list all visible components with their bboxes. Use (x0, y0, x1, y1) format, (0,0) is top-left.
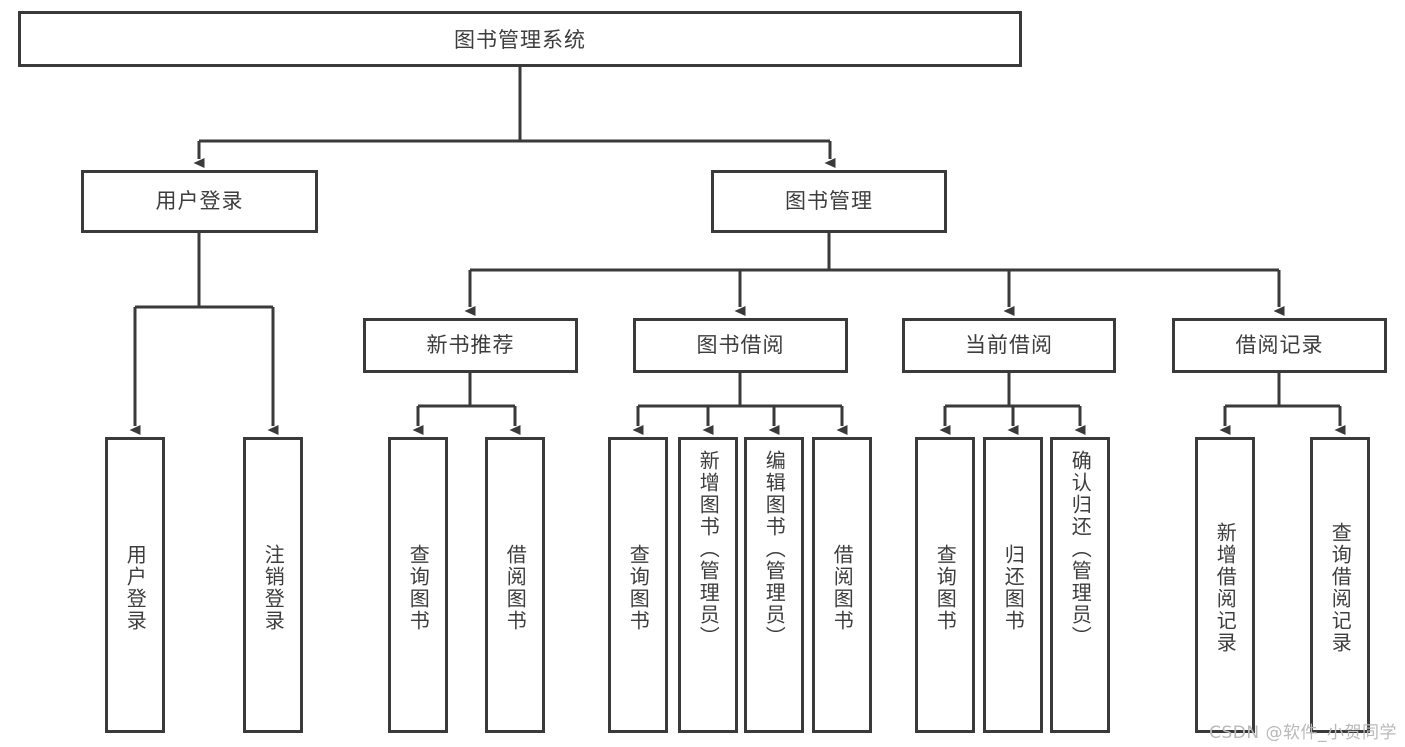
node-leaf-logout[interactable]: 注销登录 (243, 437, 303, 733)
node-leaf-borrow-book-recommend[interactable]: 借阅图书 (485, 437, 545, 733)
node-label: 当前借阅 (965, 332, 1053, 357)
node-leaf-return-book[interactable]: 归还图书 (983, 437, 1043, 733)
node-borrow-record[interactable]: 借阅记录 (1172, 318, 1387, 373)
node-leaf-edit-book-admin[interactable]: 编辑图书（管理员） (744, 437, 804, 733)
node-label: 图书管理 (785, 188, 873, 213)
node-root-system[interactable]: 图书管理系统 (18, 11, 1022, 67)
node-leaf-query-book-current[interactable]: 查询图书 (915, 437, 975, 733)
node-leaf-user-login[interactable]: 用户登录 (105, 437, 165, 733)
node-book-management[interactable]: 图书管理 (711, 170, 947, 233)
node-label: 借阅图书 (503, 544, 528, 632)
node-leaf-confirm-return-admin[interactable]: 确认归还（管理员） (1050, 437, 1110, 733)
csdn-watermark: CSDN @软件_小贺同学 (1209, 723, 1397, 743)
node-label: 图书管理系统 (454, 28, 586, 52)
node-label: 借阅图书 (830, 544, 855, 632)
node-user-login[interactable]: 用户登录 (81, 170, 318, 233)
node-label: 查询图书 (933, 544, 958, 632)
node-label: 注销登录 (261, 544, 286, 632)
node-leaf-query-book-borrow[interactable]: 查询图书 (608, 437, 668, 733)
node-leaf-query-borrow-record[interactable]: 查询借阅记录 (1310, 437, 1370, 733)
node-label: 查询图书 (626, 544, 651, 632)
node-leaf-add-borrow-record[interactable]: 新增借阅记录 (1195, 437, 1255, 733)
node-label: 归还图书 (1001, 544, 1026, 632)
node-leaf-query-book-recommend[interactable]: 查询图书 (388, 437, 448, 733)
node-book-borrow[interactable]: 图书借阅 (633, 318, 848, 373)
node-label: 图书借阅 (696, 332, 785, 357)
node-label: 新书推荐 (426, 332, 515, 357)
node-label: 编辑图书（管理员） (762, 450, 787, 648)
node-label: 确认归还（管理员） (1068, 450, 1093, 648)
node-label: 用户登录 (123, 544, 148, 632)
node-label: 查询借阅记录 (1328, 522, 1353, 654)
node-label: 用户登录 (155, 188, 244, 213)
node-current-borrow[interactable]: 当前借阅 (902, 318, 1116, 373)
node-label: 新增图书（管理员） (696, 450, 721, 648)
node-leaf-borrow-book[interactable]: 借阅图书 (812, 437, 872, 733)
node-new-book-recommend[interactable]: 新书推荐 (363, 318, 578, 373)
node-label: 查询图书 (406, 544, 431, 632)
node-leaf-add-book-admin[interactable]: 新增图书（管理员） (678, 437, 738, 733)
node-label: 借阅记录 (1235, 332, 1324, 357)
node-label: 新增借阅记录 (1213, 522, 1238, 654)
